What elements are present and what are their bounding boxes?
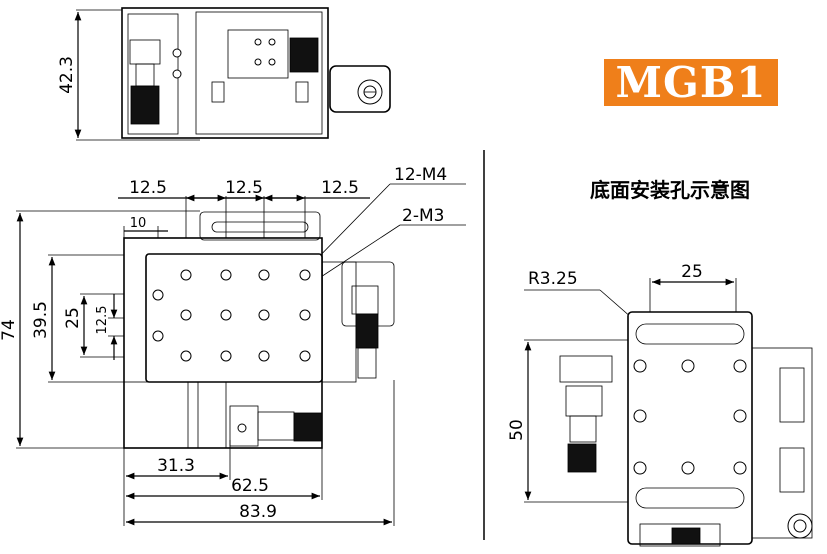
dim-pitch-2: 12.5 [225,178,263,198]
dim-31-3: 31.3 [157,456,195,476]
dim-25: 25 [63,307,83,329]
dim-39-5: 39.5 [31,301,51,339]
dim-pitch-1: 12.5 [129,178,167,198]
m4-hole-grid [152,269,311,362]
dim-50: 50 [507,419,527,441]
front-view: 12.5 12.5 12.5 10 12-M4 2-M3 74 39.5 25 … [0,165,466,526]
dim-42-3: 42.3 [57,56,77,94]
mount-hole-grid [633,359,747,475]
model-badge: MGB1 [604,58,778,107]
dim-12-5: 12.5 [95,306,110,335]
dim-83-9: 83.9 [239,502,277,522]
label-12-m4: 12-M4 [394,165,447,185]
model-label: MGB1 [615,58,767,107]
dim-slot-25: 25 [681,262,703,282]
label-2-m3: 2-M3 [402,206,444,226]
dim-pitch-3: 12.5 [321,178,359,198]
dim-offset-10: 10 [130,216,147,231]
bottom-mount-caption: 底面安装孔示意图 [590,178,750,202]
label-r3-25: R3.25 [528,269,578,289]
top-view: 42.3 [57,7,391,141]
dim-74: 74 [0,319,19,341]
dim-62-5: 62.5 [231,476,269,496]
bottom-view: R3.25 25 50 [507,262,813,547]
